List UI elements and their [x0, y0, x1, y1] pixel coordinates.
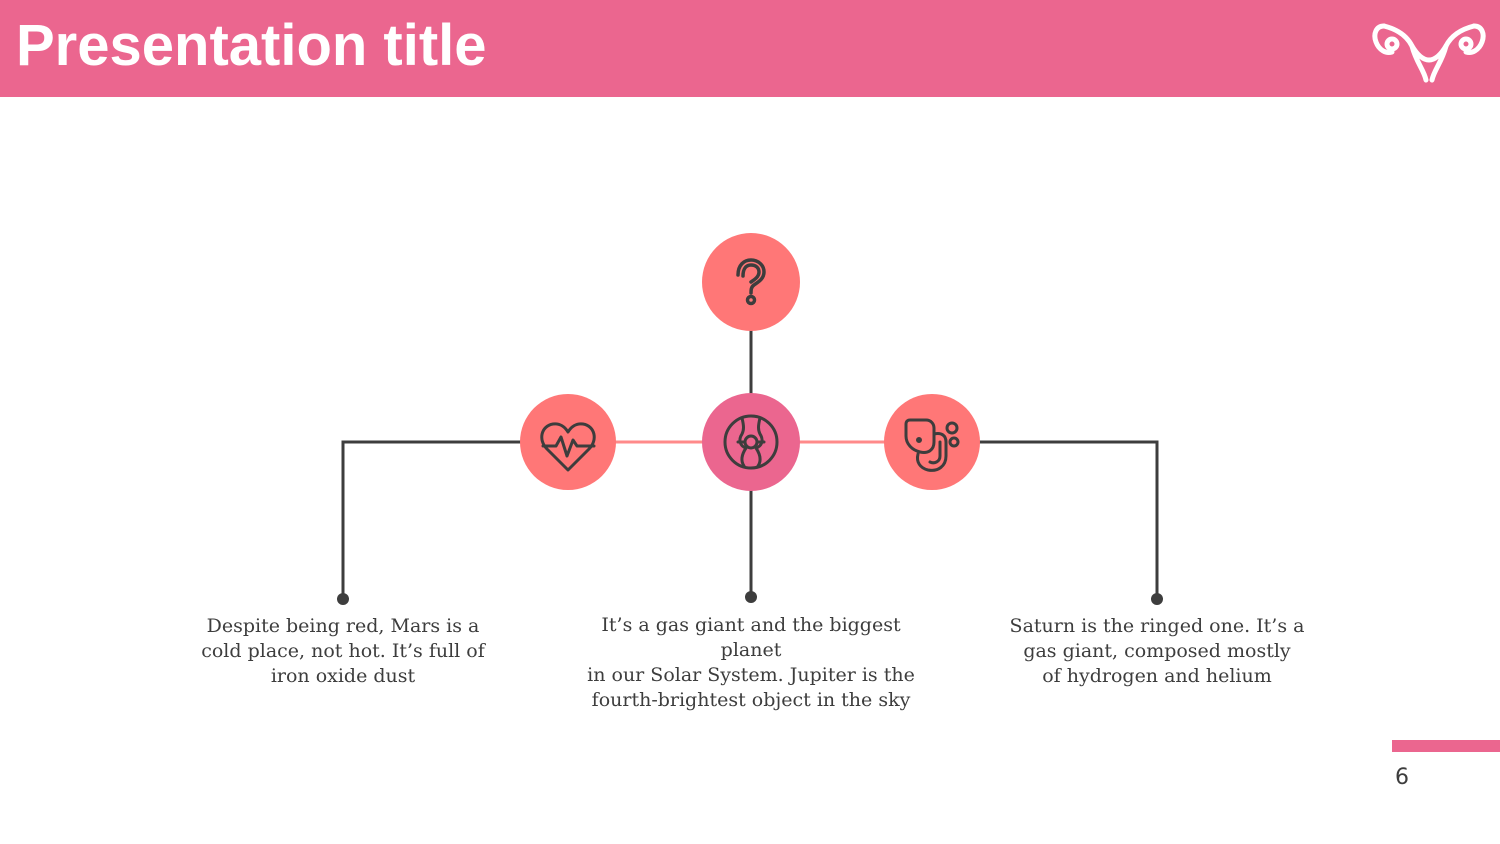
node-top [702, 233, 800, 331]
description-center: It’s a gas giant and the biggest planet … [587, 614, 915, 711]
node-center [702, 393, 800, 491]
node-right [884, 394, 980, 490]
connector-left [341, 440, 521, 598]
description-right: Saturn is the ringed one. It’s a gas gia… [1009, 615, 1305, 687]
heart-pulse-icon [540, 422, 596, 472]
uterus-knot-icon [723, 414, 779, 470]
slide-title: Presentation title [16, 13, 487, 78]
stomach-icon [904, 418, 960, 472]
connector-right [979, 440, 1159, 598]
endpoint-right [1151, 593, 1163, 605]
page-number: 6 [1395, 765, 1409, 790]
question-icon [736, 258, 766, 306]
accent-bar [1392, 740, 1500, 752]
description-left: Despite being red, Mars is a cold place,… [201, 615, 485, 687]
title-bar: Presentation title [0, 0, 1500, 97]
node-left [520, 394, 616, 490]
endpoint-left [337, 593, 349, 605]
endpoint-center [745, 591, 757, 603]
uterus-icon [1372, 23, 1486, 83]
